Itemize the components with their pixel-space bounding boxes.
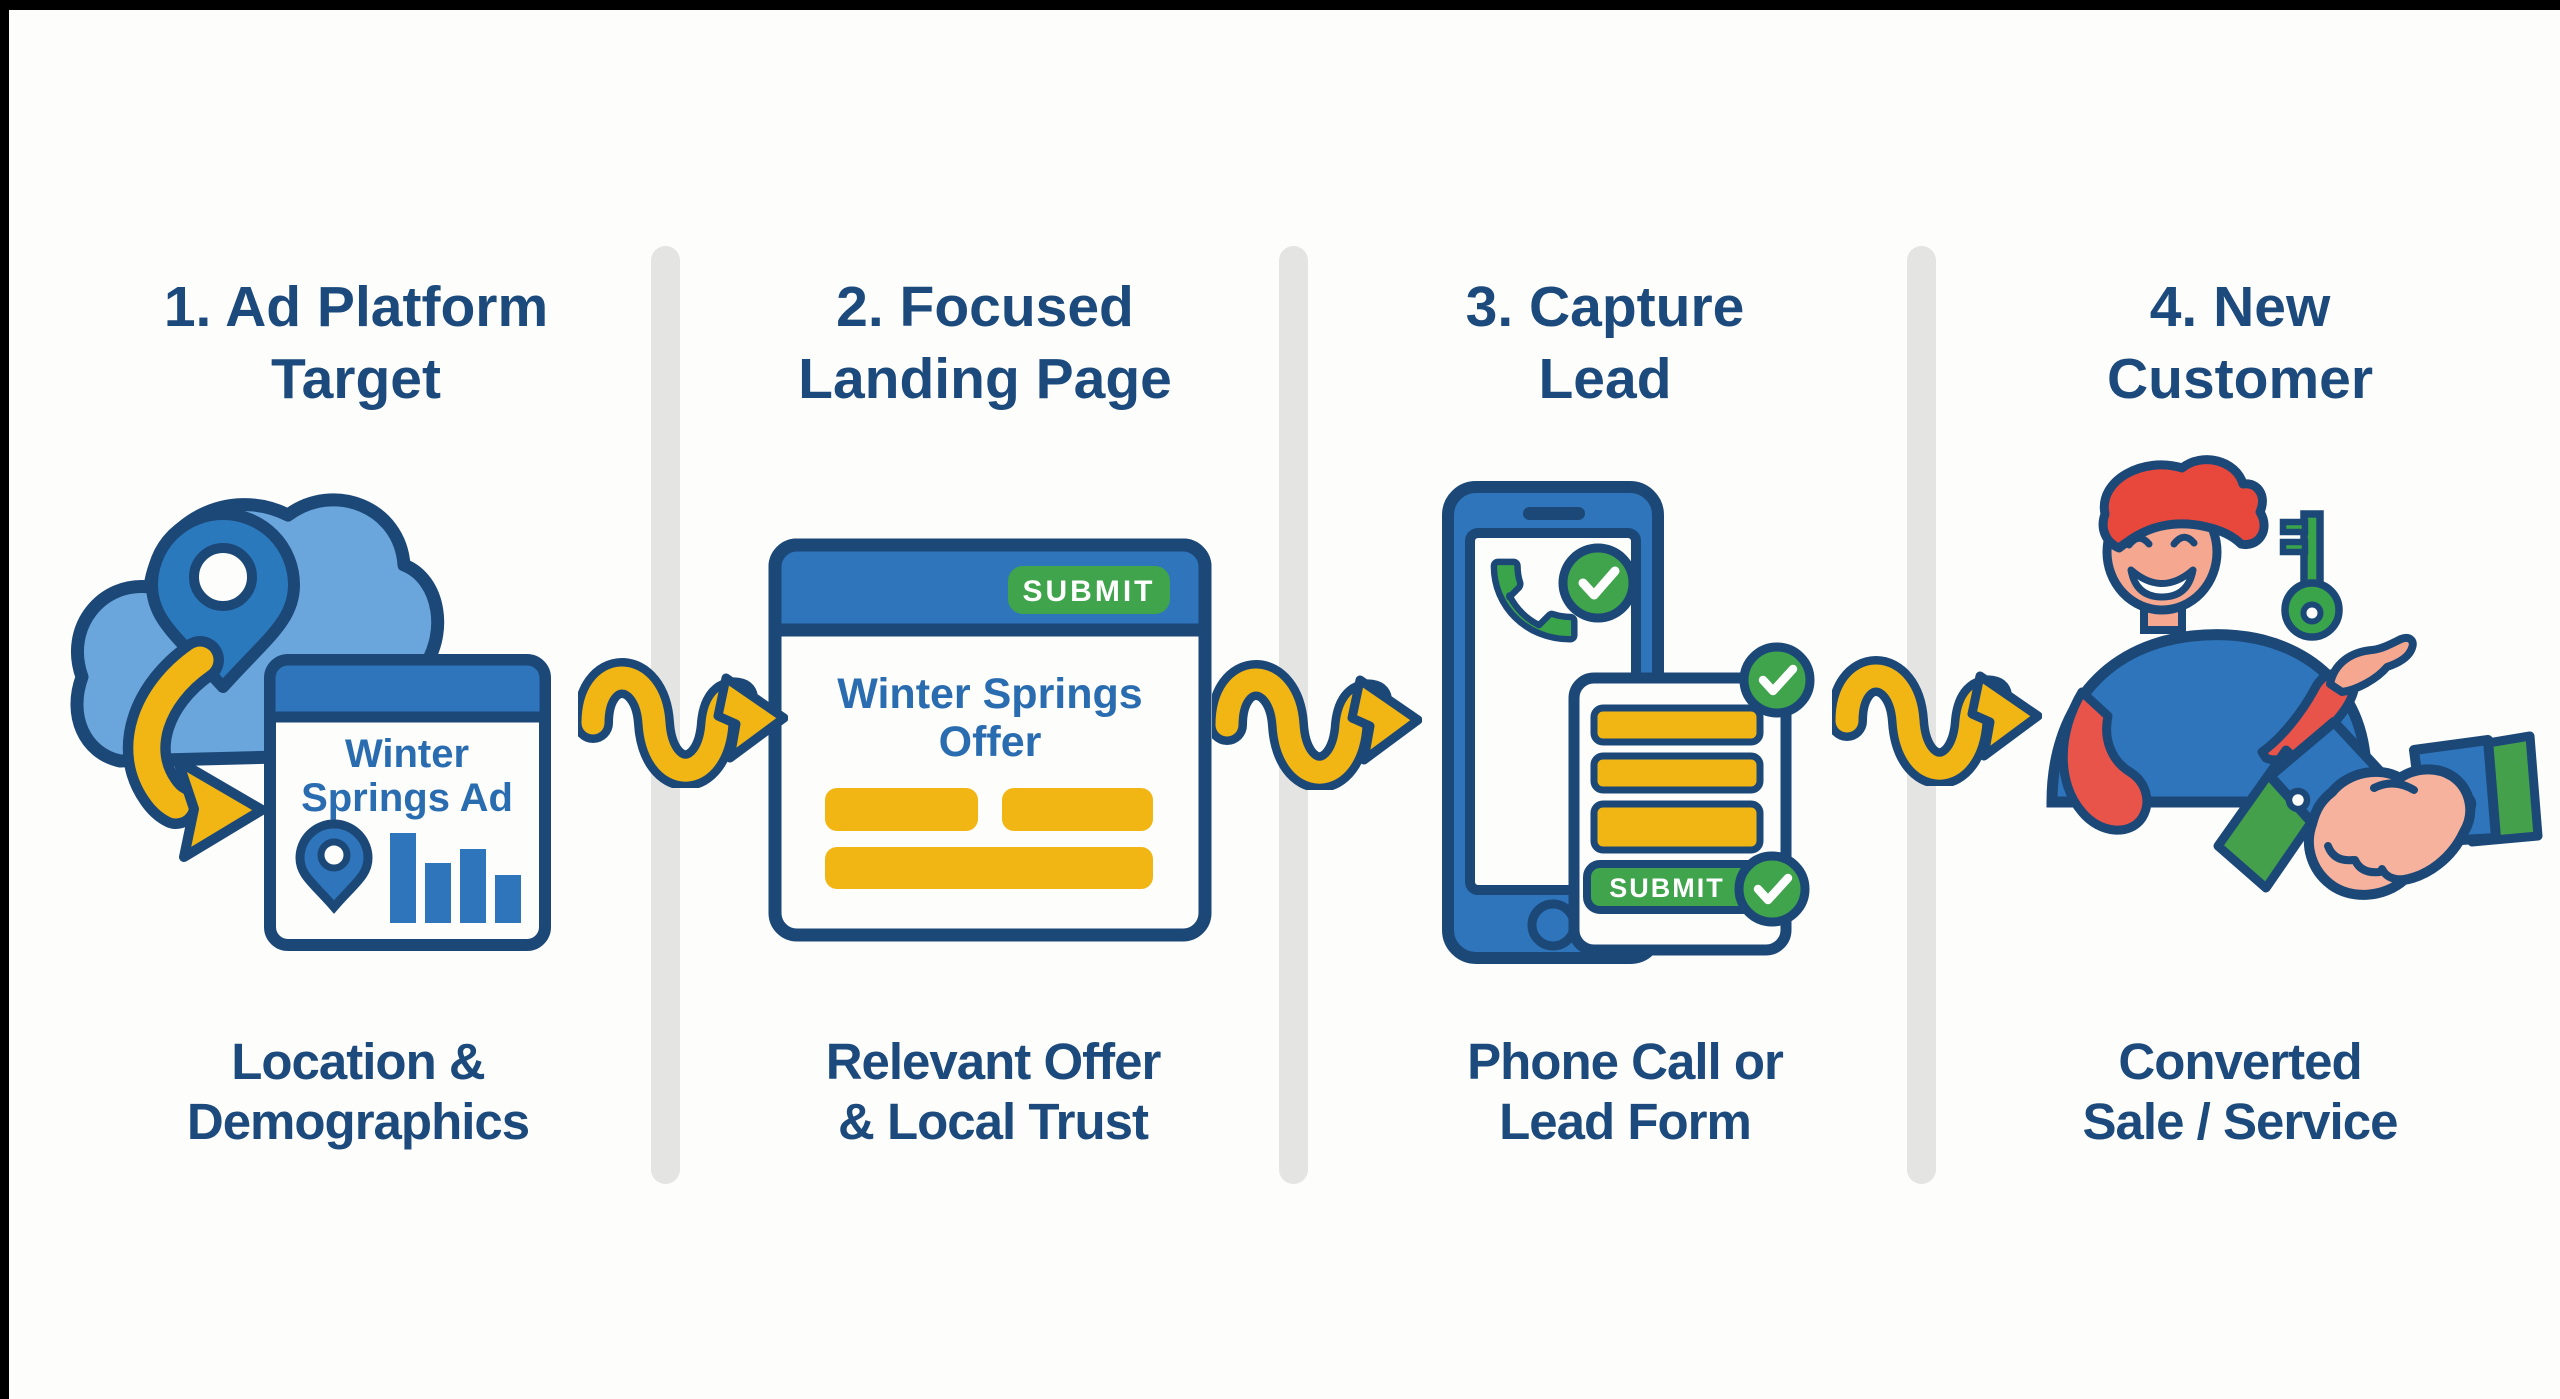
step3-title: 3. Capture Lead bbox=[1305, 272, 1905, 416]
phone-call-icon bbox=[1490, 558, 1578, 643]
step4-title-line1: 4. New bbox=[2149, 275, 2331, 339]
open-palm bbox=[2326, 634, 2417, 696]
step3-caption-line2: Lead Form bbox=[1499, 1093, 1752, 1151]
step1-caption-line2: Demographics bbox=[186, 1093, 530, 1151]
finger-line-1 bbox=[2324, 842, 2357, 865]
offer-text-line2: Offer bbox=[939, 718, 1042, 766]
landing-submit-button: SUBMIT bbox=[1008, 566, 1170, 614]
step1-title-line2: Target bbox=[271, 346, 441, 411]
flow-arrow-1-icon bbox=[573, 638, 789, 793]
phone-speaker bbox=[1523, 507, 1585, 520]
ad-card-text-line1: Winter bbox=[345, 732, 469, 776]
bar-chart-icon bbox=[390, 833, 521, 923]
step4-caption-line2: Sale / Service bbox=[2082, 1093, 2399, 1151]
top-frame-bar bbox=[0, 0, 2560, 10]
call-check-icon bbox=[1558, 543, 1638, 623]
step1-title-line1: 1. Ad Platform bbox=[163, 275, 549, 339]
flow-arrow-3-icon bbox=[1827, 636, 2043, 791]
step1-caption-line1: Location & bbox=[231, 1033, 486, 1090]
handshake-icon bbox=[2213, 717, 2543, 900]
step2-title-line1: 2. Focused bbox=[836, 275, 1134, 339]
step3-title-line1: 3. Capture bbox=[1465, 275, 1745, 339]
lead-form-card: SUBMIT bbox=[1568, 642, 1815, 956]
step4-title-line2: Customer bbox=[2106, 346, 2374, 411]
flow-arrow-2-icon bbox=[1207, 640, 1423, 795]
step2-title-line2: Landing Page bbox=[798, 346, 1172, 411]
step4-caption: Converted Sale / Service bbox=[1940, 1032, 2540, 1152]
happy-customer-illustration bbox=[2046, 455, 2417, 835]
step2-caption-line2: & Local Trust bbox=[837, 1093, 1149, 1151]
curved-arrow-icon bbox=[122, 636, 267, 862]
offer-text-line1: Winter Springs bbox=[837, 670, 1142, 718]
form-check-icon-bottom bbox=[1734, 851, 1810, 927]
step2-caption-line1: Relevant Offer bbox=[825, 1033, 1162, 1090]
step4-caption-line1: Converted bbox=[2118, 1033, 2362, 1090]
landing-page-icon: SUBMIT Winter Springs Offer bbox=[760, 530, 1220, 955]
smile bbox=[2127, 566, 2197, 601]
right-eye bbox=[2170, 533, 2198, 548]
step1-title: 1. Ad Platform Target bbox=[56, 272, 656, 416]
form-check-icon-top bbox=[1739, 642, 1815, 718]
form-field-bars bbox=[1590, 704, 1764, 854]
thumb-line bbox=[2370, 779, 2418, 794]
finger-line-2 bbox=[2351, 856, 2384, 877]
finger-line-3 bbox=[2378, 865, 2409, 884]
left-eye bbox=[2125, 534, 2153, 549]
ad-card: Winter Springs Ad bbox=[264, 654, 551, 951]
step2-title: 2. Focused Landing Page bbox=[685, 272, 1285, 416]
cloud-location-ad-icon: Winter Springs Ad bbox=[60, 455, 560, 960]
step3-caption-line1: Phone Call or bbox=[1467, 1033, 1784, 1090]
left-cuff-button bbox=[2285, 787, 2311, 813]
left-arm bbox=[2058, 687, 2152, 835]
landing-submit-label: SUBMIT bbox=[1023, 575, 1156, 608]
hair bbox=[2098, 455, 2269, 553]
pin-hole bbox=[189, 543, 257, 611]
step3-title-line2: Lead bbox=[1538, 346, 1672, 411]
form-submit-label: SUBMIT bbox=[1609, 873, 1725, 903]
step3-caption: Phone Call or Lead Form bbox=[1325, 1032, 1925, 1152]
key-icon bbox=[2279, 510, 2343, 641]
phone-home-button bbox=[1527, 899, 1579, 951]
ad-card-text-line2: Springs Ad bbox=[301, 776, 513, 820]
phone-lead-form-icon: SUBMIT bbox=[1435, 465, 1855, 980]
customer-handshake-icon bbox=[2030, 450, 2560, 975]
form-submit-button: SUBMIT bbox=[1583, 860, 1775, 914]
step1-caption: Location & Demographics bbox=[58, 1032, 658, 1152]
left-frame-bar bbox=[0, 0, 9, 1399]
step2-caption: Relevant Offer & Local Trust bbox=[693, 1032, 1293, 1152]
content-placeholder-bars bbox=[825, 788, 1153, 889]
step4-title: 4. New Customer bbox=[1940, 272, 2540, 416]
